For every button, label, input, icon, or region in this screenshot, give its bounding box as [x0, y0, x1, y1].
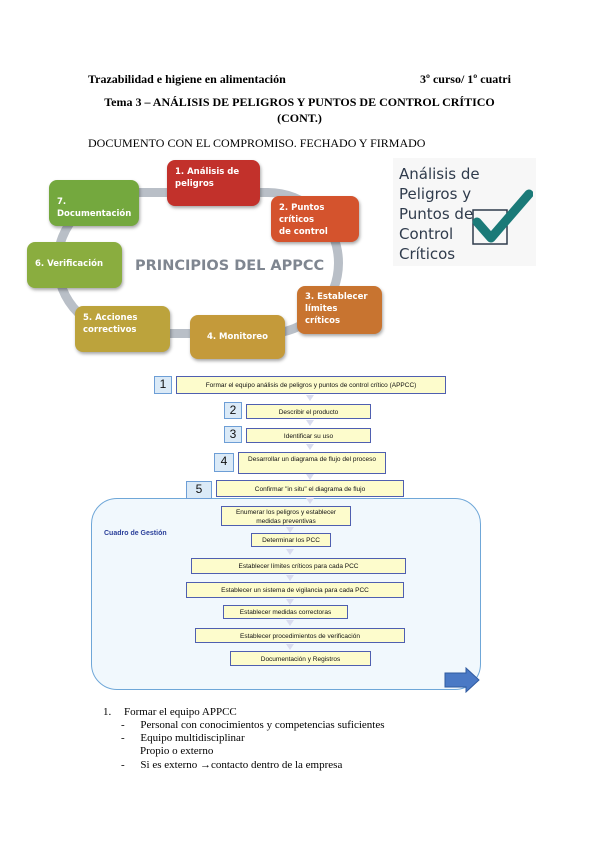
flow-inner-step-7: Documentación y Registros	[230, 651, 371, 666]
step-6-verificacion: 6. Verificación	[27, 242, 122, 288]
flow-arrow	[286, 620, 294, 626]
list-item-1: 1. Formar el equipo APPCC	[103, 706, 237, 720]
logo-line-2: Peligros y	[399, 185, 472, 203]
step-2-pcc: 2. Puntos críticos de control	[271, 196, 359, 242]
appcc-logo: Análisis de Peligros y Puntos de Control…	[393, 158, 536, 266]
right-arrow-icon	[444, 667, 480, 693]
flow-arrow	[286, 549, 294, 555]
flow-arrow	[286, 599, 294, 605]
list-number: 1.	[103, 706, 112, 718]
step-number-5: 5	[186, 481, 212, 499]
logo-line-4: Control	[399, 225, 454, 243]
step-1-line2: peligros	[175, 179, 214, 189]
principles-diagram: PRINCIPIOS DEL APPCC 1. Análisis de peli…	[25, 158, 382, 363]
checkmark-icon	[472, 189, 533, 245]
step-6-line1: 6. Verificación	[35, 259, 104, 269]
step-3-line1: 3. Establecer	[305, 292, 368, 302]
flow-arrow	[306, 420, 314, 426]
step-3-line2: límites	[305, 304, 338, 314]
step-4-monitoreo: 4. Monitoreo	[190, 315, 285, 359]
bullet-1-text: Personal con conocimientos y competencia…	[140, 719, 385, 731]
bullet-1: - Personal con conocimientos y competenc…	[121, 719, 385, 733]
flow-arrow	[306, 474, 314, 480]
bullet-3-text: Si es externo →contacto dentro de la emp…	[140, 759, 343, 771]
step-5-line1: 5. Acciones	[83, 313, 138, 323]
step-number-2: 2	[224, 402, 242, 419]
flow-step-1: Formar el equipo análisis de peligros y …	[176, 376, 446, 394]
step-4-line1: 4. Monitoreo	[206, 332, 269, 342]
flow-arrow	[306, 395, 314, 401]
logo-line-5: Críticos	[399, 245, 456, 263]
header-subject: Trazabilidad e higiene en alimentación	[88, 72, 286, 86]
logo-text: Análisis de Peligros y Puntos de Control…	[399, 164, 480, 264]
bullet-3: - Si es externo →contacto dentro de la e…	[121, 759, 342, 773]
step-2-line2: de control	[279, 227, 328, 237]
header-course: 3º curso/ 1º cuatri	[420, 72, 511, 86]
step-number-3: 3	[224, 426, 242, 443]
flow-arrow	[286, 527, 294, 533]
dash-icon: -	[121, 719, 125, 731]
bullet-2-continuation: Propio o externo	[140, 745, 214, 757]
page-title-cont: (CONT.)	[277, 111, 322, 125]
step-3-limites: 3. Establecer límites críticos	[297, 286, 382, 334]
flow-inner-step-6: Establecer procedimientos de verificació…	[195, 628, 405, 643]
step-3-line3: críticos	[305, 316, 341, 326]
step-7-documentacion: 7. Documentación	[49, 180, 139, 226]
step-7-line1: 7. Documentación	[57, 197, 132, 219]
flow-inner-step-2: Determinar los PCC	[251, 533, 331, 547]
page-title: Tema 3 – ANÁLISIS DE PELIGROS Y PUNTOS D…	[104, 95, 495, 109]
flow-inner-step-5: Establecer medidas correctoras	[223, 605, 348, 619]
commitment-line: DOCUMENTO CON EL COMPROMISO. FECHADO Y F…	[88, 136, 426, 150]
flow-arrow	[306, 498, 314, 504]
step-1-analisis: 1. Análisis de peligros	[167, 160, 260, 206]
principles-center-label: PRINCIPIOS DEL APPCC	[135, 258, 325, 274]
step-number-4: 4	[214, 453, 234, 472]
flow-arrow	[306, 444, 314, 450]
flow-inner-step-1: Enumerar los peligros y establecer medid…	[221, 506, 351, 526]
bullet-2-text: Equipo multidisciplinar	[140, 732, 245, 744]
list-item-1-text: Formar el equipo APPCC	[124, 706, 237, 718]
flow-arrow	[286, 575, 294, 581]
appcc-flowchart: Cuadro de Gestión 1 Formar el equipo aná…	[88, 372, 488, 698]
step-2-line1: 2. Puntos críticos	[279, 203, 325, 225]
flow-inner-step-3: Establecer límites críticos para cada PC…	[191, 558, 406, 574]
logo-line-3: Puntos de	[399, 205, 474, 223]
flow-step-4: Desarrollar un diagrama de flujo del pro…	[238, 452, 386, 474]
bullet-2: - Equipo multidisciplinar	[121, 732, 245, 746]
flow-arrow	[286, 644, 294, 650]
dash-icon: -	[121, 759, 125, 771]
step-number-1: 1	[154, 376, 172, 394]
step-5-line2: correctivos	[83, 325, 137, 335]
flow-step-2: Describir el producto	[246, 404, 371, 419]
logo-line-1: Análisis de	[399, 165, 480, 183]
step-1-line1: 1. Análisis de	[175, 167, 240, 177]
panel-label: Cuadro de Gestión	[104, 530, 167, 537]
flow-step-3: Identificar su uso	[246, 428, 371, 443]
flow-inner-step-4: Establecer un sistema de vigilancia para…	[186, 582, 404, 598]
step-5-acciones: 5. Acciones correctivos	[75, 306, 170, 352]
dash-icon: -	[121, 732, 125, 744]
flow-step-5: Confirmar "in situ" el diagrama de flujo	[216, 480, 404, 497]
